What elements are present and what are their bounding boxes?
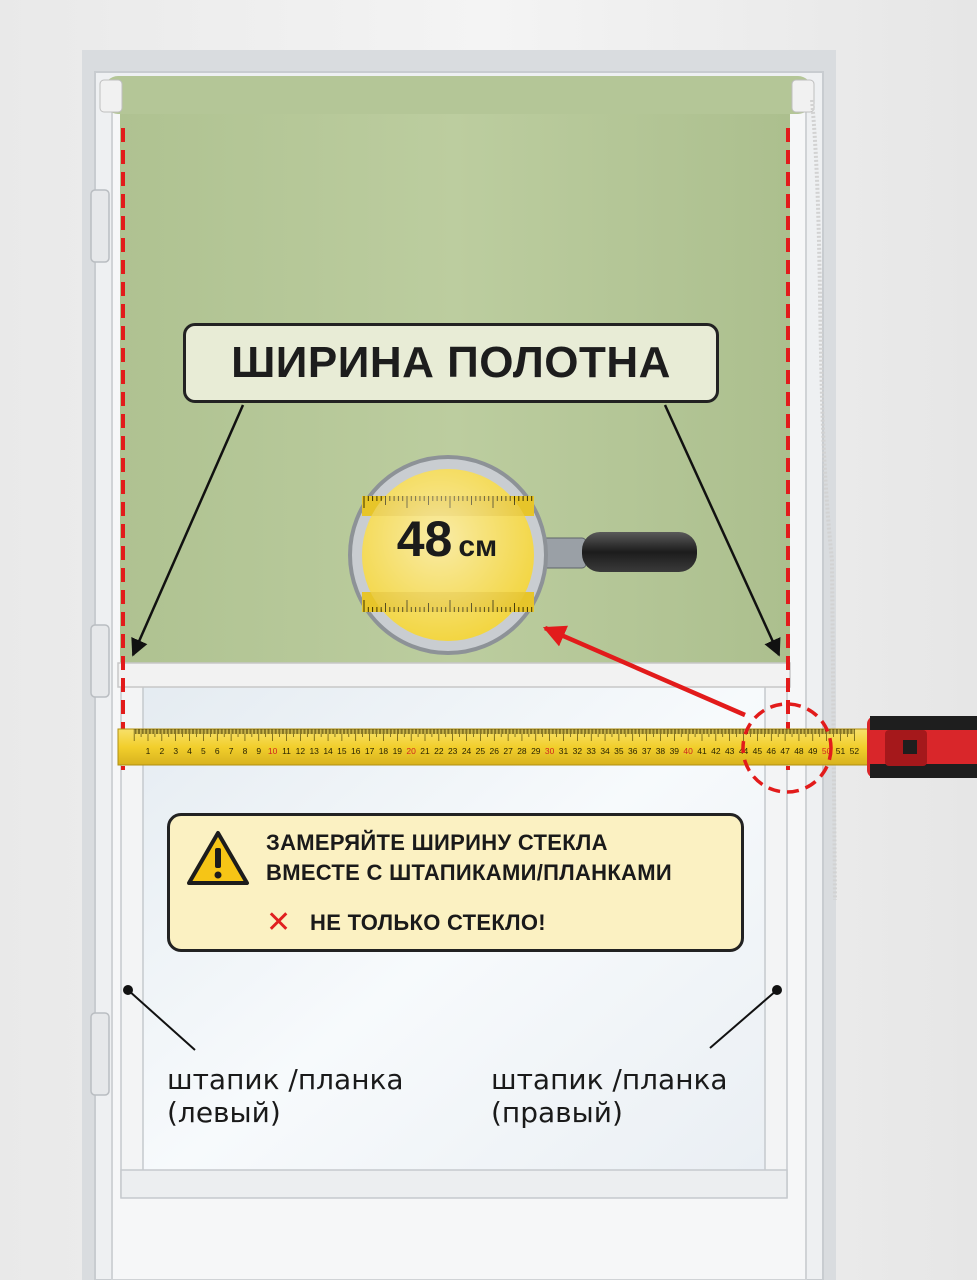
- blind-bottom-bar: [117, 662, 791, 688]
- tape-number: 26: [490, 746, 500, 756]
- tape-number: 37: [642, 746, 652, 756]
- red-pointer-arrow: [542, 625, 746, 718]
- tape-number: 38: [656, 746, 666, 756]
- warning-line-2: ВМЕСТЕ С ШТАПИКАМИ/ПЛАНКАМИ: [266, 860, 672, 885]
- measurement-unit: см: [458, 530, 498, 563]
- tape-number: 9: [256, 746, 261, 756]
- right-bead-leader: [709, 989, 778, 1049]
- roller-tube: [104, 76, 812, 114]
- tape-number: 46: [767, 746, 777, 756]
- tape-number: 43: [725, 746, 735, 756]
- tape-number: 7: [229, 746, 234, 756]
- tape-number: 14: [323, 746, 333, 756]
- tape-number: 40: [683, 746, 693, 756]
- tape-number: 3: [173, 746, 178, 756]
- left-bead-leader: [127, 989, 196, 1051]
- left-bead-label-line1: штапик /планка: [167, 1063, 404, 1096]
- tape-number: 36: [628, 746, 638, 756]
- left-bead-label-line2: (левый): [167, 1096, 281, 1129]
- tape-number: 32: [573, 746, 583, 756]
- tape-number: 41: [697, 746, 707, 756]
- tape-number: 25: [476, 746, 486, 756]
- tape-number: 34: [600, 746, 610, 756]
- tape-number: 22: [434, 746, 444, 756]
- tape-number: 10: [268, 746, 278, 756]
- tape-number: 30: [545, 746, 555, 756]
- tape-number: 51: [836, 746, 846, 756]
- tape-number: 33: [586, 746, 596, 756]
- tape-number: 29: [531, 746, 541, 756]
- tape-number: 4: [187, 746, 192, 756]
- tape-number: 15: [337, 746, 347, 756]
- tape-number: 18: [379, 746, 389, 756]
- tape-number: 12: [296, 746, 306, 756]
- tape-number: 45: [753, 746, 763, 756]
- left-pointer-arrow: [131, 404, 245, 657]
- tape-number: 5: [201, 746, 206, 756]
- tape-number: 19: [393, 746, 403, 756]
- tape-number: 47: [780, 746, 790, 756]
- hinge-icon: [90, 189, 110, 1096]
- title-label: ШИРИНА ПОЛОТНА: [183, 323, 719, 403]
- warning-box: ЗАМЕРЯЙТЕ ШИРИНУ СТЕКЛА ВМЕСТЕ С ШТАПИКА…: [167, 813, 744, 952]
- tape-number: 49: [808, 746, 818, 756]
- tape-number: 28: [517, 746, 527, 756]
- tape-number: 13: [309, 746, 319, 756]
- tape-number: 48: [794, 746, 804, 756]
- tape-number: 20: [406, 746, 416, 756]
- right-bead-label-line1: штапик /планка: [491, 1063, 728, 1096]
- red-cross-icon: ✕: [266, 906, 292, 939]
- tape-number: 24: [462, 746, 472, 756]
- tape-number: 16: [351, 746, 361, 756]
- tape-number: 2: [159, 746, 164, 756]
- tape-number: 11: [282, 746, 291, 756]
- measurement-value: 48: [396, 511, 453, 567]
- tape-number: 52: [850, 746, 860, 756]
- right-pointer-arrow: [663, 404, 781, 657]
- blind-chain: [810, 99, 837, 901]
- right-bead-label-line2: (правый): [491, 1096, 623, 1129]
- right-bracket: [791, 79, 815, 113]
- tape-number: 21: [420, 746, 430, 756]
- left-bracket: [99, 79, 123, 113]
- tape-number: 1: [146, 746, 151, 756]
- tape-number: 42: [711, 746, 721, 756]
- tape-number: 27: [503, 746, 513, 756]
- tape-number: 39: [670, 746, 680, 756]
- measurement-highlight-circle: [741, 702, 833, 794]
- tape-number: 23: [448, 746, 458, 756]
- tape-number: 35: [614, 746, 624, 756]
- magnifying-glass-icon: [348, 455, 697, 655]
- tape-number: 6: [215, 746, 220, 756]
- tape-measure-case-icon: [867, 716, 977, 778]
- warning-line-1: ЗАМЕРЯЙТЕ ШИРИНУ СТЕКЛА: [266, 830, 608, 855]
- tape-number: 8: [243, 746, 248, 756]
- tape-number: 50: [822, 746, 832, 756]
- right-bead-label: штапик /планка (правый): [491, 1063, 728, 1129]
- tape-number: 31: [559, 746, 569, 756]
- warning-triangle-icon: [187, 831, 249, 885]
- tape-number: 17: [365, 746, 375, 756]
- left-bead-label: штапик /планка (левый): [167, 1063, 404, 1129]
- warning-line-3: НЕ ТОЛЬКО СТЕКЛО!: [310, 910, 546, 935]
- bottom-glazing-bead: [120, 1169, 788, 1199]
